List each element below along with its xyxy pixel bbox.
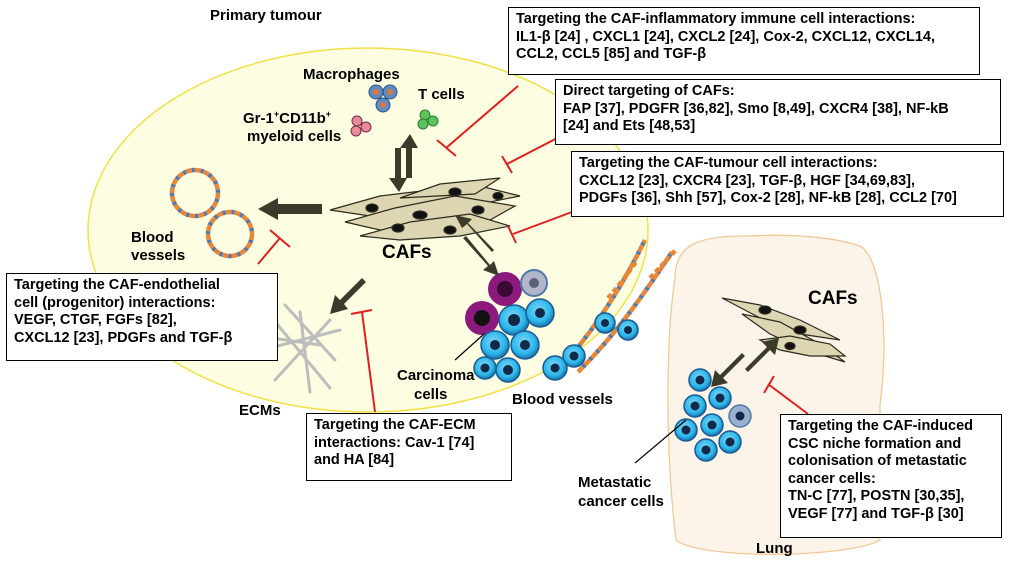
endothelial-box-line2: cell (progenitor) interactions: bbox=[14, 294, 216, 311]
carcinoma-cells-label-line2: cells bbox=[414, 386, 448, 403]
tumour-box-line2: CXCL12 [23], CXCR4 [23], TGF-β, HGF [34,… bbox=[579, 172, 915, 189]
migrating-cells bbox=[542, 312, 639, 381]
csc-box-line5: TN-C [77], POSTN [30,35], bbox=[788, 488, 965, 504]
interaction-arrows bbox=[258, 134, 779, 387]
ecms-label: ECMs bbox=[239, 402, 281, 419]
csc-box-line2: CSC niche formation and bbox=[788, 435, 962, 452]
primary-tumour-title: Primary tumour bbox=[210, 7, 322, 24]
endothelial-box-title: Targeting the CAF-endothelial bbox=[14, 277, 220, 293]
macrophage-cells bbox=[368, 84, 398, 113]
myeloid-cells-label-line2: myeloid cells bbox=[247, 128, 342, 145]
ecm-box-line3: and HA [84] bbox=[314, 452, 395, 468]
tumour-box-line3: PDGFs [36], Shh [57], Cox-2 [28], NF-kB … bbox=[579, 190, 957, 206]
metastatic-cells-label: Metastatic bbox=[578, 474, 652, 491]
csc-box-title: Targeting the CAF-induced bbox=[788, 418, 974, 434]
tumour-interactions-box: Targeting the CAF-tumour cell interactio… bbox=[571, 151, 1004, 217]
csc-box-line6: VEGF [77] and TGF-β [30] bbox=[788, 505, 964, 522]
endothelial-box-line4: CXCL12 [23], PDGFs and TGF-β bbox=[14, 329, 233, 346]
endothelial-box-line3: VEGF, CTGF, FGFs [82], bbox=[14, 312, 177, 328]
t-cells bbox=[417, 109, 439, 130]
macrophages-label: Macrophages bbox=[303, 66, 400, 83]
cafs-primary-cluster bbox=[329, 177, 521, 241]
endothelial-interactions-box: Targeting the CAF-endothelial cell (prog… bbox=[6, 273, 278, 361]
tumour-box-title: Targeting the CAF-tumour cell interactio… bbox=[579, 155, 878, 171]
ecm-box-line2: interactions: Cav-1 [74] bbox=[314, 434, 475, 451]
csc-niche-box: Targeting the CAF-induced CSC niche form… bbox=[780, 414, 1002, 538]
metastatic-cells-label-line2: cancer cells bbox=[578, 493, 664, 510]
carcinoma-cells-label: Carcinoma bbox=[397, 367, 475, 384]
lung-title: Lung bbox=[756, 540, 793, 557]
blood-vessels-outside-label: Blood vessels bbox=[512, 391, 613, 408]
t-cells-label: T cells bbox=[418, 86, 465, 103]
immune-box-line2: IL1-β [24] , CXCL1 [24], CXCL2 [24], Cox… bbox=[516, 28, 935, 45]
blood-vessels-tumour-label: Blood bbox=[131, 229, 174, 246]
myeloid-cells bbox=[350, 115, 372, 137]
csc-box-line4: cancer cells: bbox=[788, 470, 876, 487]
myeloid-cells-label: Gr-1+CD11b+ bbox=[243, 109, 332, 128]
direct-box-title: Direct targeting of CAFs: bbox=[563, 83, 735, 99]
pointer-lines bbox=[454, 333, 687, 464]
immune-box-title: Targeting the CAF-inflammatory immune ce… bbox=[516, 11, 916, 27]
direct-box-line3: [24] and Ets [48,53] bbox=[563, 118, 696, 134]
cafs-primary-label: CAFs bbox=[382, 242, 432, 263]
blood-vessels-tumour-label-line2: vessels bbox=[131, 247, 186, 264]
blood-vessel-rings bbox=[169, 167, 255, 259]
direct-box-line2: FAP [37], PDGFR [36,82], Smo [8,49], CXC… bbox=[563, 100, 949, 117]
immune-box-line3: CCL2, CCL5 [85] and TGF-β bbox=[516, 46, 707, 62]
ecm-interactions-box: Targeting the CAF-ECM interactions: Cav-… bbox=[306, 413, 512, 481]
carcinoma-cluster bbox=[465, 269, 555, 383]
cafs-lung-cluster bbox=[721, 297, 847, 363]
inhibitor-lines bbox=[257, 85, 809, 415]
immune-interactions-box: Targeting the CAF-inflammatory immune ce… bbox=[508, 7, 980, 75]
direct-targeting-box: Direct targeting of CAFs: FAP [37], PDGF… bbox=[555, 79, 1001, 145]
cafs-lung-label: CAFs bbox=[808, 288, 858, 309]
csc-box-line3: colonisation of metastatic bbox=[788, 453, 967, 469]
ecm-box-title: Targeting the CAF-ECM bbox=[314, 417, 476, 433]
